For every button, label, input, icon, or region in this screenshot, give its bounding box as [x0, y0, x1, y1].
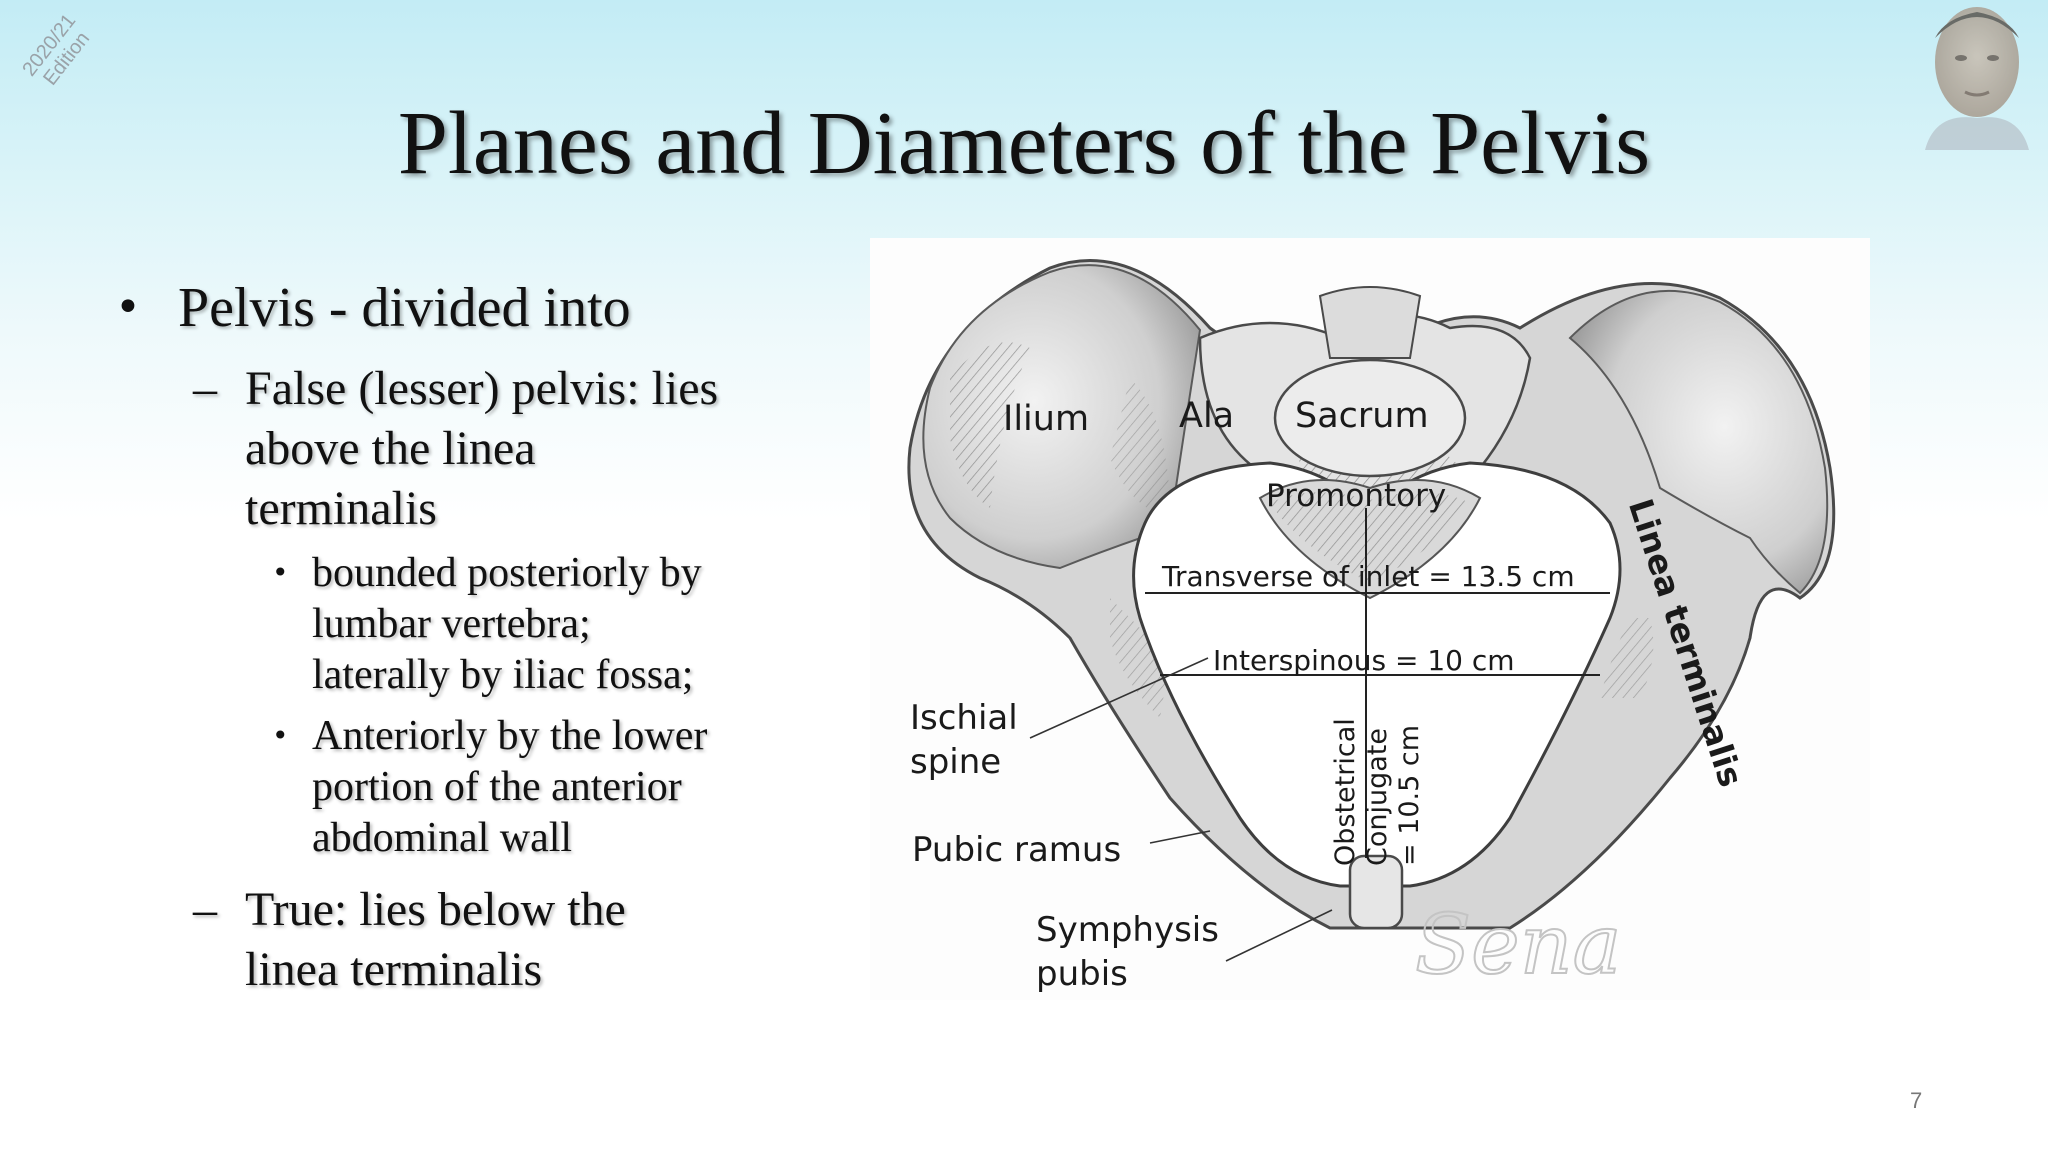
true-pelvis-line1: True: lies below the: [245, 883, 626, 936]
sub1-line3: laterally by iliac fossa;: [312, 652, 694, 698]
sub2-line1: Anteriorly by the lower: [312, 713, 708, 759]
bullet-dot: •: [272, 719, 289, 752]
sub2-line2: portion of the anterior: [312, 764, 682, 810]
pelvis-diagram: Sena Ilium Ala Sacrum Promontory Transve…: [870, 238, 1870, 1000]
label-promontory: Promontory: [1266, 478, 1447, 514]
artist-signature: Sena: [1415, 898, 1621, 993]
label-sacrum: Sacrum: [1295, 396, 1429, 436]
label-ala: Ala: [1179, 396, 1235, 436]
false-pelvis-line2: above the linea: [245, 422, 536, 475]
label-ilium: Ilium: [1003, 399, 1090, 439]
author-portrait: [1925, 7, 2029, 150]
sub1-line1: bounded posteriorly by: [312, 550, 702, 596]
label-pubic-ramus: Pubic ramus: [912, 830, 1122, 870]
bullet-dot: •: [115, 282, 141, 333]
sub2-line3: abdominal wall: [312, 815, 573, 861]
label-obstetrical-conjugate: Obstetrical Conjugate = 10.5 cm: [1330, 718, 1425, 866]
dash-marker: –: [193, 883, 217, 936]
label-symphysis-pubis: Symphysis pubis: [1036, 910, 1219, 994]
sub1-line2: lumbar vertebra;: [312, 601, 591, 647]
label-interspinous: Interspinous = 10 cm: [1213, 644, 1515, 677]
pelvis-illustration: Sena: [907, 259, 1836, 994]
bullet-pelvis: Pelvis - divided into: [178, 277, 631, 339]
false-pelvis-line3: terminalis: [245, 482, 437, 535]
bullet-dot: •: [272, 556, 289, 589]
label-ischial-spine: Ischial spine: [910, 698, 1018, 782]
label-transverse-inlet: Transverse of inlet = 13.5 cm: [1162, 560, 1575, 593]
page-number: 7: [1910, 1088, 1923, 1113]
true-pelvis-line2: linea terminalis: [245, 943, 543, 996]
false-pelvis-line1: False (lesser) pelvis: lies: [245, 362, 719, 415]
slide-title: Planes and Diameters of the Pelvis: [397, 94, 1651, 193]
dash-marker: –: [193, 362, 217, 415]
